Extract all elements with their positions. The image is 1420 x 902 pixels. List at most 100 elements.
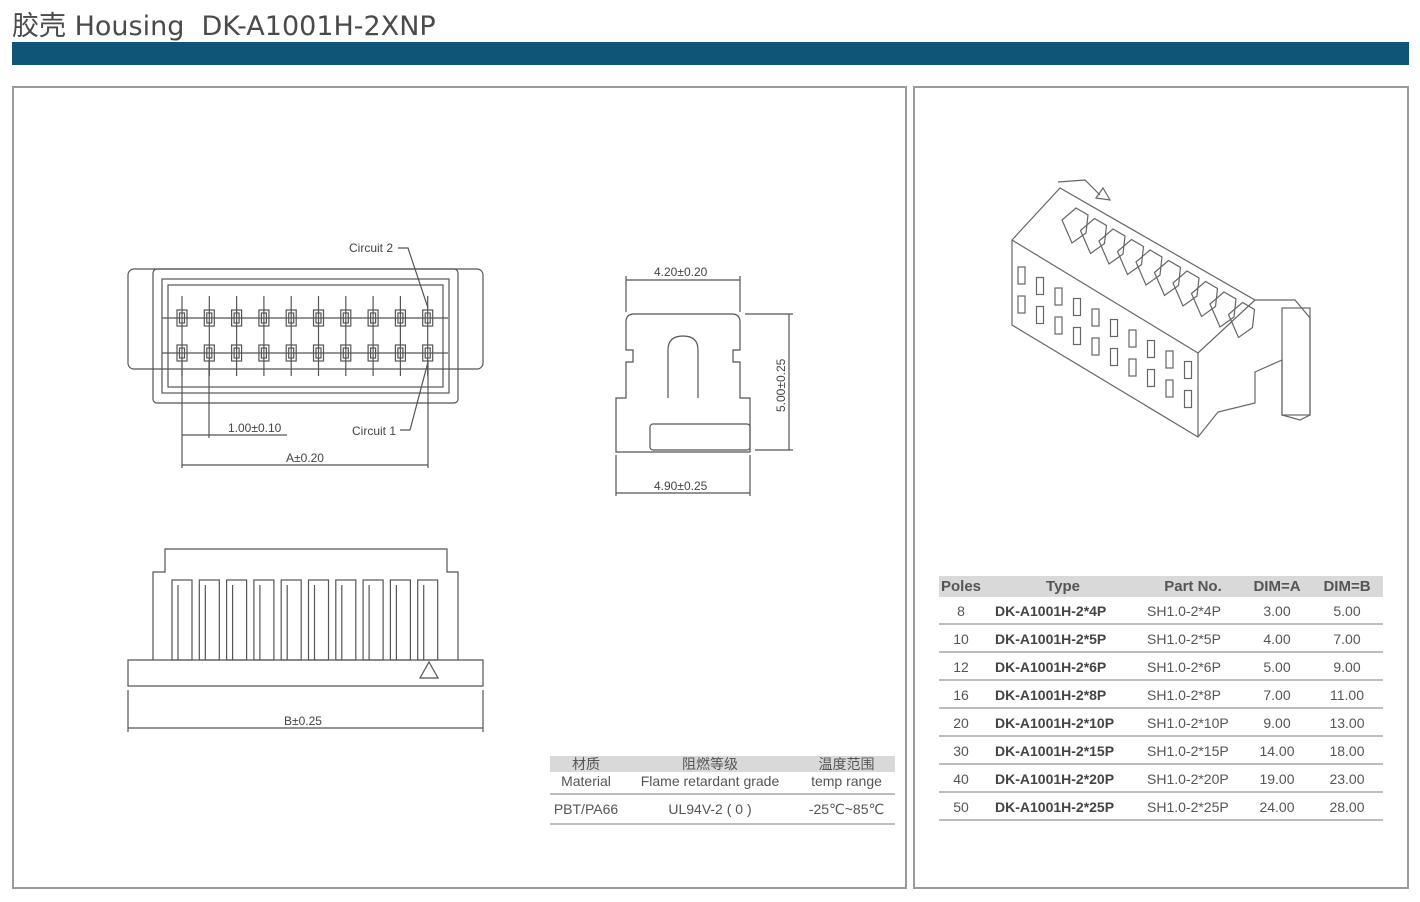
cavity	[307, 579, 330, 661]
width-top-dim: 4.20±0.20	[654, 265, 708, 279]
pin-slot	[367, 344, 379, 362]
header-material: Material	[561, 773, 611, 789]
pin-slot	[312, 344, 325, 362]
pin-contact	[233, 347, 240, 359]
side-view: 4.20±0.20 4.90±0.25 5.00±0.25	[615, 265, 793, 496]
table-cell: 20	[953, 715, 969, 731]
pin-slot	[258, 344, 270, 362]
table-cell: 40	[953, 771, 969, 787]
table-cell: 14.00	[1259, 743, 1295, 759]
circuit1-label: Circuit 1	[352, 424, 396, 438]
flame-value: UL94V-2 ( 0 )	[668, 801, 752, 817]
pin-contact	[397, 312, 404, 324]
pin-slot	[231, 344, 243, 362]
table-cell: 10	[953, 631, 969, 647]
header-part: Part No.	[1164, 578, 1222, 595]
pin-contact	[288, 347, 295, 359]
iso-latch	[1227, 301, 1256, 339]
product-panel	[913, 86, 1409, 889]
table-cell: 50	[953, 799, 969, 815]
iso-latch	[1153, 259, 1182, 297]
table-cell: 19.00	[1259, 771, 1295, 787]
pin-slot	[176, 309, 188, 327]
table-cell: 3.00	[1263, 603, 1291, 619]
pin-contact	[288, 312, 295, 324]
pin-slot	[367, 309, 379, 327]
iso-latch	[1061, 207, 1089, 244]
product-3d-view	[1011, 179, 1311, 438]
table-cell: 30	[953, 743, 969, 759]
header-flame-cn: 阻燃等级	[682, 756, 738, 772]
header-temp: temp range	[811, 773, 882, 789]
table-cell: 7.00	[1263, 687, 1291, 703]
pin-slot	[285, 309, 297, 327]
pin-contact	[260, 347, 267, 359]
header-dim-b: DIM=B	[1323, 578, 1371, 595]
table-cell: DK-A1001H-2*25P	[995, 799, 1115, 815]
iso-slot	[1035, 305, 1045, 325]
table-cell: DK-A1001H-2*4P	[995, 603, 1107, 619]
table-cell: 7.00	[1333, 631, 1361, 647]
iso-slot	[1128, 358, 1137, 377]
pin-slot	[312, 309, 325, 327]
table-cell: 8	[957, 603, 965, 619]
iso-slot	[1072, 326, 1082, 346]
dim-a: A±0.20	[286, 451, 324, 465]
table-cell: DK-A1001H-2*10P	[995, 715, 1115, 731]
cavity	[389, 579, 411, 661]
table-cell: 13.00	[1329, 715, 1365, 731]
pin-contact	[342, 312, 349, 324]
front-view: B±0.25	[127, 548, 484, 732]
header-material-cn: 材质	[572, 756, 600, 772]
pin-slot	[285, 344, 297, 362]
iso-slot	[1072, 297, 1082, 317]
pin-slot	[258, 309, 270, 327]
table-cell: 18.00	[1329, 743, 1365, 759]
material-value: PBT/PA66	[553, 801, 619, 817]
table-cell: 12	[953, 659, 969, 675]
iso-slot	[1128, 329, 1137, 348]
iso-latch	[1116, 238, 1145, 276]
material-row: PBT/PA66 UL94V-2 ( 0 ) -25℃~85℃	[550, 795, 895, 825]
iso-slot	[1017, 266, 1026, 285]
table-cell: DK-A1001H-2*8P	[995, 687, 1107, 703]
pin-contact	[178, 347, 186, 359]
iso-latch	[1135, 249, 1163, 286]
pin-contact	[342, 347, 349, 359]
cavity	[253, 579, 275, 661]
pin-contact	[424, 312, 431, 324]
title-bar	[12, 42, 1409, 65]
pin-slot	[203, 309, 215, 327]
circuit2-label: Circuit 2	[349, 241, 393, 255]
header-type: Type	[1046, 578, 1080, 595]
pin-slot	[340, 344, 352, 362]
cavity	[417, 579, 439, 661]
table-cell: SH1.0-2*10P	[1147, 715, 1229, 731]
table-cell: SH1.0-2*6P	[1147, 659, 1221, 675]
iso-latch	[1098, 228, 1126, 265]
table-cell: SH1.0-2*25P	[1147, 799, 1229, 815]
pin-slot	[422, 309, 434, 327]
iso-latch	[1209, 291, 1237, 328]
table-cell: 16	[953, 687, 969, 703]
table-cell: DK-A1001H-2*20P	[995, 771, 1115, 787]
temp-value: -25℃~85℃	[808, 801, 885, 817]
table-cell: DK-A1001H-2*6P	[995, 659, 1107, 675]
pin-contact	[424, 347, 431, 359]
pin-contact	[315, 312, 322, 324]
iso-slot	[1091, 308, 1100, 327]
header-poles: Poles	[940, 578, 982, 595]
iso-slot	[1054, 316, 1063, 335]
iso-slot	[1165, 379, 1174, 398]
pitch-dim: 1.00±0.10	[228, 421, 282, 435]
table-cell: SH1.0-2*4P	[1147, 603, 1221, 619]
pin-contact	[206, 347, 213, 359]
cavity	[335, 579, 357, 661]
